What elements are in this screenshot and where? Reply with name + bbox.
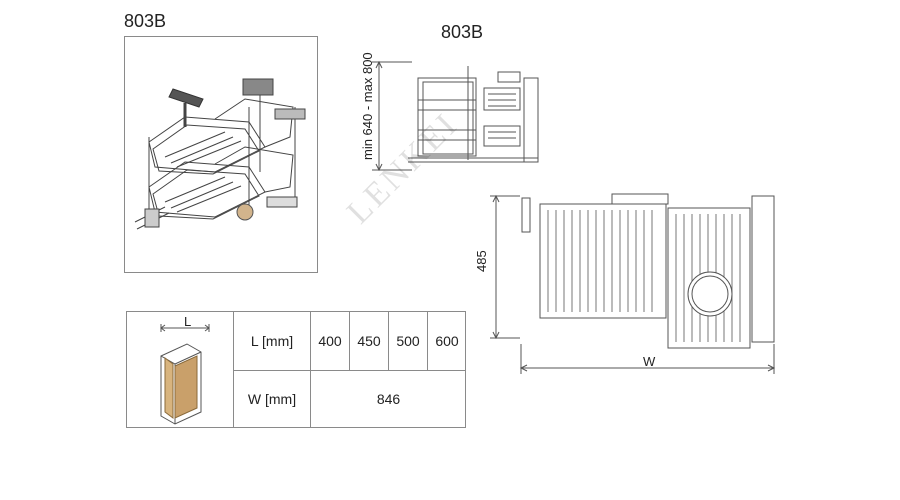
width-value: 846 [376, 391, 401, 407]
size-400: 400 [318, 333, 342, 349]
size-450: 450 [357, 333, 381, 349]
corner-basket-illustration [134, 78, 306, 230]
spec-table: L L [mm] 400 450 500 600 W [mm] 846 [126, 311, 466, 428]
depth-label: 485 [474, 250, 489, 272]
row2-header: W [mm] [247, 391, 297, 407]
model-title-mid: 803B [441, 22, 484, 42]
size-500: 500 [396, 333, 420, 349]
product-illustration-frame [124, 36, 318, 273]
height-range-label: min 640 - max 800 [360, 52, 375, 160]
icon-dimension-label: L [184, 314, 192, 329]
top-view-drawing [490, 193, 776, 374]
model-title-left: 803B [124, 11, 167, 31]
row1-header: L [mm] [250, 333, 294, 349]
width-label: W [643, 354, 656, 369]
size-600: 600 [435, 333, 459, 349]
cabinet-icon [160, 324, 210, 425]
cabinet-icon-cell [127, 312, 233, 427]
